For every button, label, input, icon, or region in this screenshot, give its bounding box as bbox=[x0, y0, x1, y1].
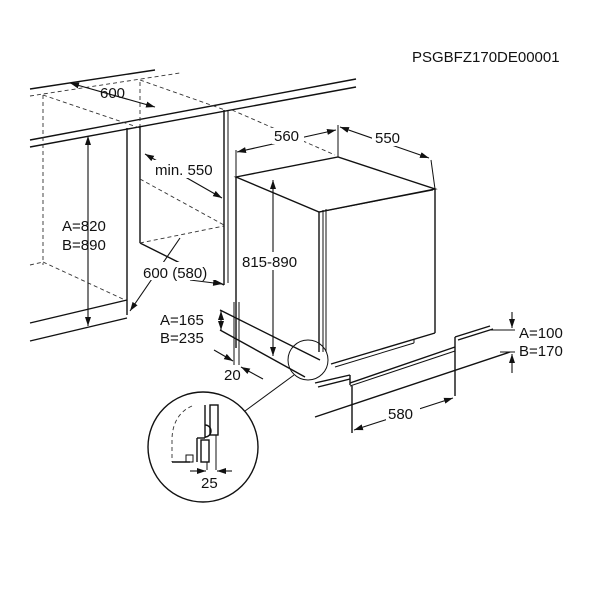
dim-cabinet-depth: 600 bbox=[100, 85, 125, 102]
floor bbox=[29, 299, 128, 342]
dim-niche-height-a: A=820 bbox=[62, 218, 106, 235]
dim-line-niche-width-2 bbox=[189, 279, 223, 286]
dim-min-depth: min. 550 bbox=[155, 162, 213, 179]
adjacent-cabinet-outline bbox=[29, 82, 141, 301]
dim-plinth-width: 580 bbox=[388, 406, 413, 423]
dim-appliance-width: 560 bbox=[274, 128, 299, 145]
plinth bbox=[314, 325, 511, 433]
dim-niche-width: 600 (580) bbox=[143, 265, 207, 282]
dim-niche-height-b: B=890 bbox=[62, 237, 106, 254]
dim-plinth-a: A=100 bbox=[519, 325, 563, 342]
dim-appliance-height: 815-890 bbox=[242, 254, 297, 271]
model-code: PSGBFZ170DE00001 bbox=[412, 49, 560, 66]
dim-offset: 20 bbox=[224, 367, 241, 384]
dim-vent-a: A=165 bbox=[160, 312, 204, 329]
dim-line-20b bbox=[240, 366, 264, 380]
niche-inner bbox=[139, 110, 229, 286]
dim-line-600 bbox=[69, 82, 156, 108]
hinge-detail bbox=[147, 391, 259, 503]
dim-plinth-b: B=170 bbox=[519, 343, 563, 360]
dim-appliance-depth: 550 bbox=[375, 130, 400, 147]
detail-marker bbox=[287, 339, 329, 381]
worktop bbox=[29, 69, 357, 156]
dim-detail-gap: 25 bbox=[201, 475, 218, 492]
dim-vent-b: B=235 bbox=[160, 330, 204, 347]
dim-line-20a bbox=[213, 349, 234, 362]
